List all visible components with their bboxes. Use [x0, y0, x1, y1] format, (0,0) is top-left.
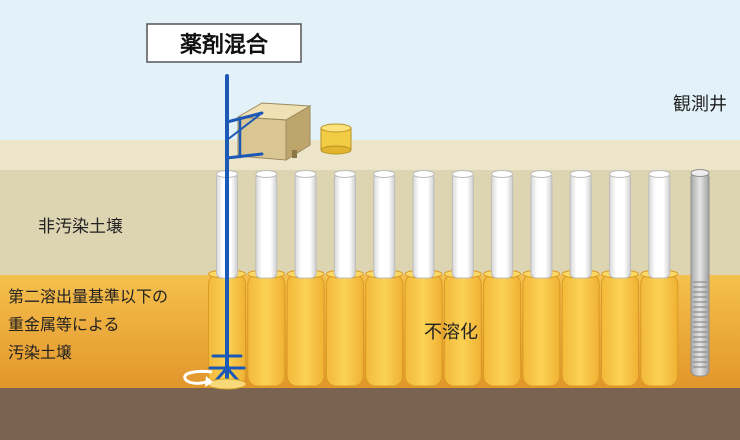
label-contaminated-line-3: 汚染土壌	[8, 343, 72, 362]
well-top	[690, 169, 710, 177]
treated-column	[286, 273, 325, 387]
well-casing	[690, 171, 710, 377]
pile-top	[373, 170, 396, 178]
ground-surface-band	[0, 140, 740, 170]
treated-column	[325, 273, 364, 387]
pile	[451, 173, 474, 279]
treated-column	[601, 273, 639, 387]
sky	[0, 0, 740, 140]
pile	[294, 173, 317, 279]
pile-top	[294, 170, 317, 178]
bedrock-layer	[0, 388, 740, 440]
pile-top	[569, 170, 592, 178]
mixing-zone	[207, 378, 247, 390]
treated-column	[483, 273, 522, 387]
pile	[412, 173, 435, 279]
title-chemical-mixing: 薬剤混合	[180, 32, 269, 58]
pile	[255, 173, 278, 279]
pile	[530, 173, 553, 279]
label-observation-well: 観測井	[673, 94, 727, 115]
tank-leg	[292, 150, 297, 158]
pile-top	[609, 170, 631, 178]
treated-column	[640, 273, 679, 387]
observation-well	[690, 169, 710, 377]
pile-top	[333, 170, 356, 178]
treated-column	[561, 273, 600, 387]
mixing-rig	[208, 74, 264, 386]
pile	[609, 173, 631, 279]
rig-arm-top	[225, 111, 264, 124]
pile	[648, 173, 671, 279]
title-box	[146, 23, 302, 63]
tank-side	[285, 105, 311, 161]
drum-bottom	[320, 145, 352, 155]
label-uncontaminated-soil: 非汚染土壌	[38, 217, 123, 237]
pile-top	[491, 170, 514, 178]
pile	[569, 173, 592, 279]
pile-top	[255, 170, 278, 178]
pile	[333, 173, 356, 279]
treatment-columns	[208, 170, 679, 387]
chemical-drum	[320, 123, 352, 155]
rig-diagonal	[226, 112, 263, 141]
chemical-tank	[236, 102, 312, 161]
rotation-arrow-icon	[183, 369, 213, 385]
pile-top	[412, 170, 435, 178]
treated-column	[247, 273, 286, 387]
pile-top	[530, 170, 553, 178]
treated-column	[522, 273, 561, 387]
well-screen	[693, 281, 707, 368]
pile	[491, 173, 514, 279]
drum-top	[320, 123, 352, 133]
label-contaminated-line-1: 第二溶出量基準以下の	[8, 287, 168, 306]
pile-top	[648, 170, 671, 178]
pile	[373, 173, 396, 279]
treated-column	[365, 273, 404, 387]
label-contaminated-line-2: 重金属等による	[8, 315, 120, 334]
rotation-arrowhead-icon	[205, 376, 213, 387]
pile-top	[451, 170, 474, 178]
rig-arm-bottom	[225, 152, 264, 160]
label-insolubilization: 不溶化	[424, 322, 478, 343]
